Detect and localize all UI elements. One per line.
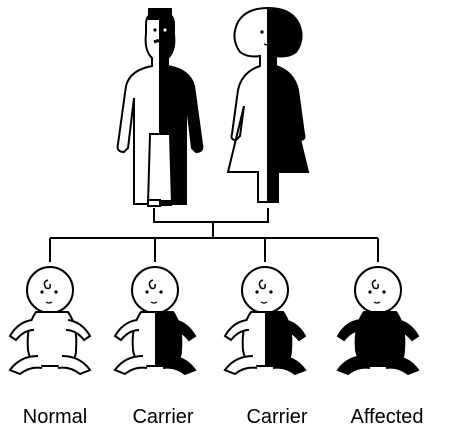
child-label-carrier-1: Carrier xyxy=(108,402,218,432)
child-label-affected: Affected xyxy=(332,402,442,432)
mother-figure xyxy=(228,8,308,202)
pedigree-lines xyxy=(50,208,378,262)
child-label-carrier-2: Carrier xyxy=(222,402,332,432)
child-carrier-2-figure xyxy=(225,267,305,374)
parents-connector xyxy=(154,208,268,222)
child-normal-figure xyxy=(10,267,90,374)
child-carrier-1-figure xyxy=(115,267,195,374)
child-label-normal: Normal xyxy=(0,402,110,432)
child-affected-figure xyxy=(338,267,418,374)
father-figure xyxy=(118,8,203,206)
